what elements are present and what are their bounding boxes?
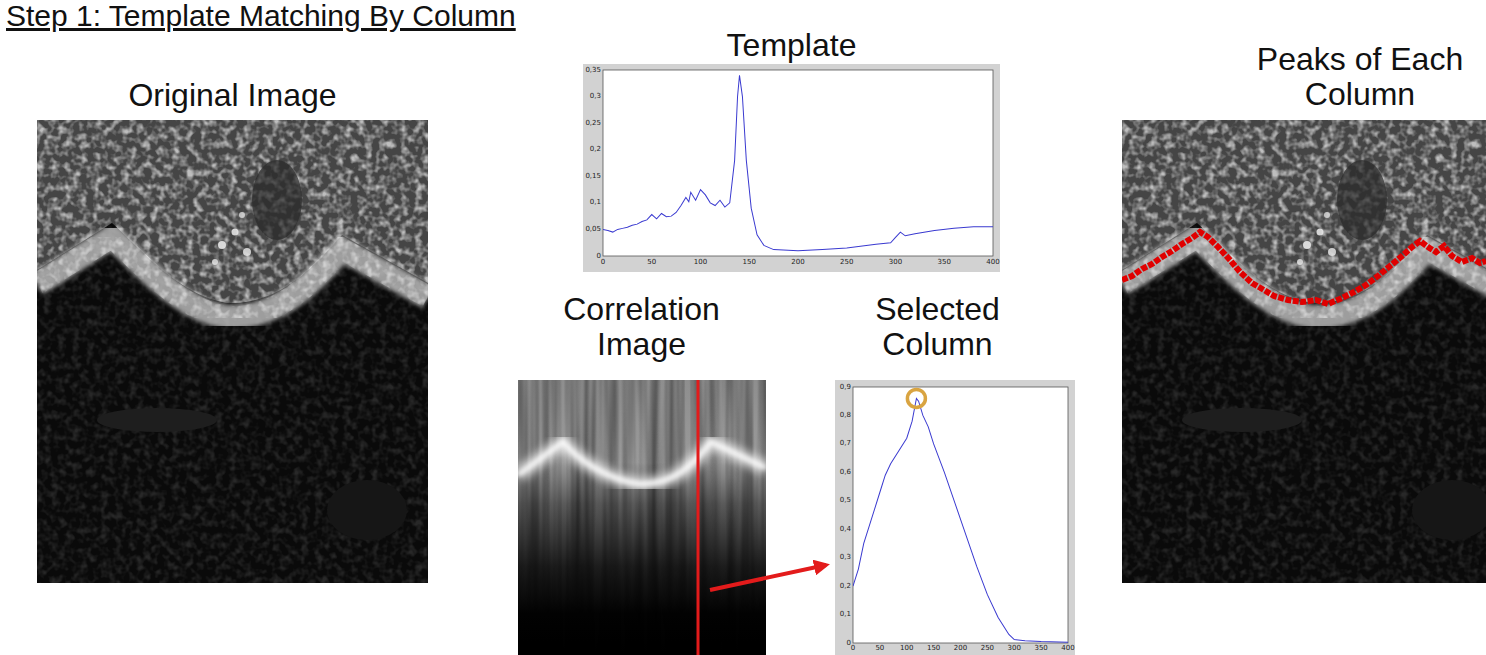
axis-tick-label: 0,3: [840, 554, 851, 561]
plot-area: [603, 70, 993, 256]
page-title: Step 1: Template Matching By Column: [6, 0, 516, 32]
axis-tick-label: 0,35: [585, 67, 601, 74]
selected-column-chart: [835, 380, 1075, 655]
axis-tick-label: 200: [954, 645, 967, 652]
axis-tick-label: 0: [847, 640, 851, 647]
axis-tick-label: 0,5: [840, 497, 851, 504]
chart-frame: [583, 64, 1000, 272]
axis-tick-label: 0: [597, 253, 601, 260]
column-curve: [853, 398, 1068, 642]
axis-tick-label: 250: [840, 259, 853, 266]
image-panel: Correlation Image: [518, 290, 766, 655]
axis-tick-label: 350: [1034, 645, 1047, 652]
panel-heading: Original Image: [37, 78, 428, 113]
panel-heading: Peaks of Each Column: [1240, 42, 1480, 112]
axis-tick-label: 300: [1008, 645, 1021, 652]
axis-tick-label: 400: [986, 259, 999, 266]
selected-column-line: [697, 380, 700, 655]
axis-tick-label: 0,25: [585, 120, 601, 127]
axis-tick-label: 0,1: [590, 199, 601, 206]
axis-tick-label: 0,3: [590, 93, 601, 100]
axis-tick-label: 350: [938, 259, 951, 266]
axis-tick-label: 0,05: [585, 226, 601, 233]
axis-tick-label: 0,1: [840, 611, 851, 618]
template-chart: [583, 64, 1000, 272]
axis-tick-label: 150: [927, 645, 940, 652]
axis-tick-label: 150: [743, 259, 756, 266]
axis-tick-label: 250: [981, 645, 994, 652]
axis-tick-label: 300: [889, 259, 902, 266]
image-panel: Template: [583, 28, 1000, 272]
red-arrow: [710, 565, 826, 590]
axis-tick-label: 100: [900, 645, 913, 652]
correlation-image: [518, 380, 766, 655]
axis-tick-label: 50: [875, 645, 884, 652]
axis-tick-label: 0,9: [840, 384, 851, 391]
axis-tick-label: 200: [791, 259, 804, 266]
axis-tick-label: 0,7: [840, 440, 851, 447]
axis-tick-label: 0,15: [585, 173, 601, 180]
axis-tick-label: 0,4: [840, 526, 851, 533]
chart-frame: [835, 380, 1075, 655]
axis-tick-label: 0,6: [840, 469, 851, 476]
image-panel: Original Image: [37, 78, 428, 583]
axis-tick-label: 0,2: [590, 146, 601, 153]
axis-tick-label: 0,2: [840, 583, 851, 590]
panel-heading: Template: [583, 28, 1000, 63]
peaks-image: [1122, 120, 1486, 583]
peak-marker: [907, 389, 925, 407]
axis-tick-label: 0: [601, 259, 605, 266]
image-panel: Selected Column: [830, 290, 1075, 655]
image-panel: Peaks of Each Column: [1122, 40, 1486, 583]
panel-heading: Selected Column: [830, 292, 1045, 362]
axis-tick-label: 50: [647, 259, 656, 266]
plot-area: [853, 387, 1068, 643]
axis-tick-label: 400: [1061, 645, 1074, 652]
axis-tick-label: 100: [694, 259, 707, 266]
axis-tick-label: 0: [851, 645, 855, 652]
peak-trace: [1122, 232, 1486, 304]
ultrasound-image: [37, 120, 428, 583]
template-curve: [603, 75, 993, 250]
axis-tick-label: 0,8: [840, 412, 851, 419]
panel-heading: Correlation Image: [534, 292, 749, 362]
